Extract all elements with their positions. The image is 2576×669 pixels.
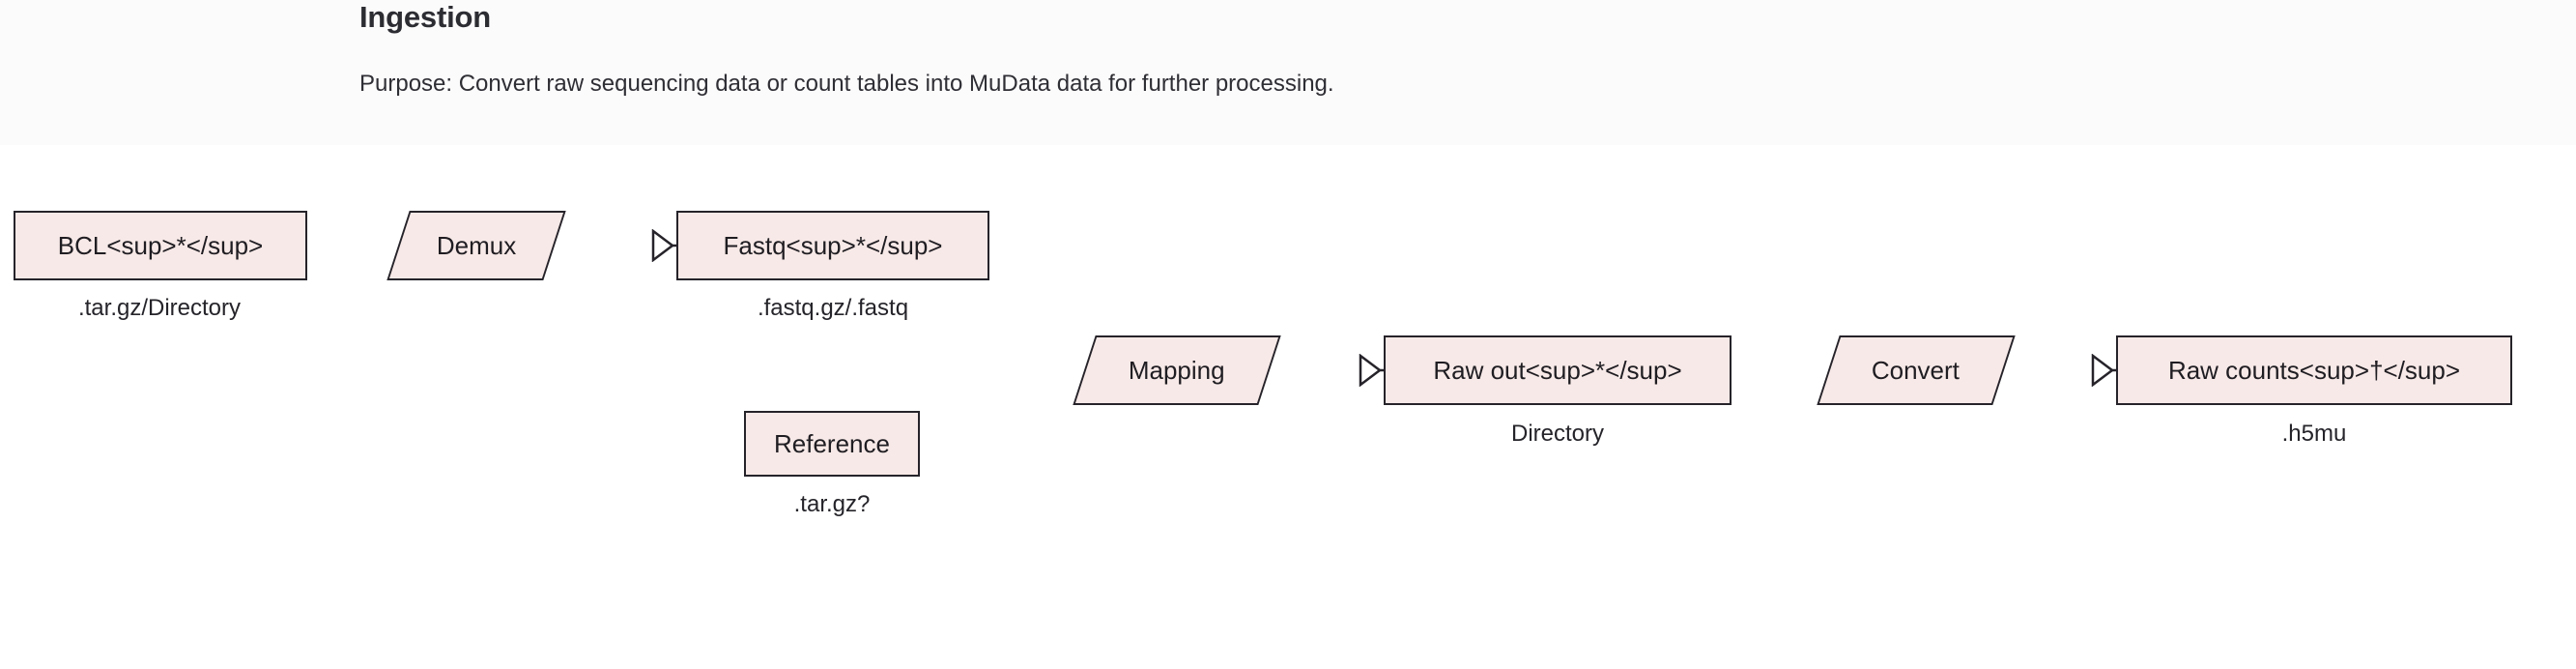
node-bcl-label: BCL<sup>*</sup> (57, 230, 264, 260)
node-reference-label: Reference (774, 428, 890, 458)
node-bcl[interactable]: BCL<sup>*</sup> (14, 211, 307, 280)
caption-reference: .tar.gz? (793, 491, 871, 517)
node-reference[interactable]: Reference (744, 411, 920, 477)
header-band: Ingestion Purpose: Convert raw sequencin… (0, 0, 2576, 145)
arrow-convert-to-rawcounts-icon (2091, 354, 2116, 387)
caption-fastq: .fastq.gz/.fastq (757, 295, 909, 321)
node-rawcounts[interactable]: Raw counts<sup>†</sup> (2116, 335, 2512, 405)
node-rawout[interactable]: Raw out<sup>*</sup> (1384, 335, 1732, 405)
node-demux[interactable]: Demux (386, 211, 566, 280)
node-convert-label: Convert (1872, 355, 1961, 385)
caption-bcl: .tar.gz/Directory (77, 295, 242, 321)
caption-rawcounts: .h5mu (2281, 421, 2347, 447)
arrow-mapping-to-rawout-icon (1359, 354, 1384, 387)
node-mapping[interactable]: Mapping (1073, 335, 1281, 405)
arrow-demux-to-fastq-icon (651, 229, 676, 262)
node-convert[interactable]: Convert (1817, 335, 2016, 405)
node-rawout-label: Raw out<sup>*</sup> (1433, 355, 1682, 385)
node-rawcounts-label: Raw counts<sup>†</sup> (2167, 355, 2461, 385)
node-mapping-label: Mapping (1129, 355, 1225, 385)
page-title: Ingestion (359, 0, 491, 34)
node-demux-label: Demux (436, 230, 517, 260)
node-fastq[interactable]: Fastq<sup>*</sup> (676, 211, 989, 280)
page-subtitle: Purpose: Convert raw sequencing data or … (359, 71, 1334, 97)
caption-rawout: Directory (1510, 421, 1604, 447)
node-fastq-label: Fastq<sup>*</sup> (723, 230, 943, 260)
flowchart-diagram: BCL<sup>*</sup> .tar.gz/Directory Demux … (0, 145, 2576, 669)
